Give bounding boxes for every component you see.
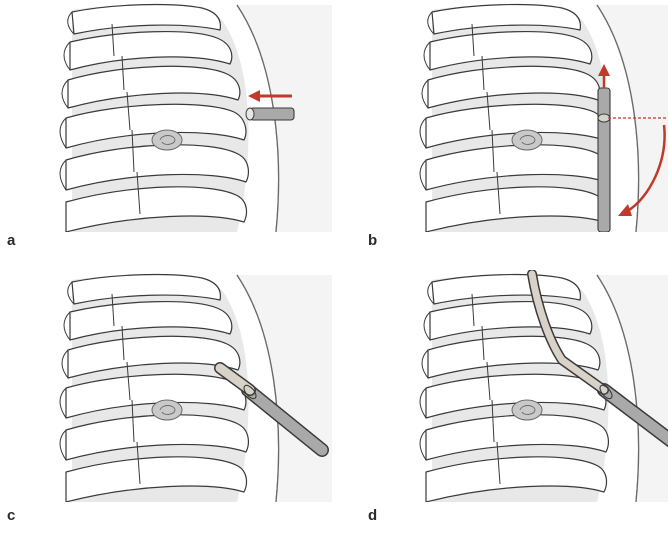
panel-label-c: c: [7, 507, 15, 524]
panel-label-b: b: [368, 232, 377, 249]
panel-b: [412, 0, 668, 232]
panel-d: [412, 270, 668, 502]
panel-label-d: d: [368, 507, 377, 524]
panel-c: [52, 270, 332, 502]
panel-a-diagram: [52, 0, 332, 232]
panel-a: [52, 0, 332, 232]
panel-label-a: a: [7, 232, 15, 249]
probe-icon: [598, 88, 610, 232]
panel-c-diagram: [52, 270, 332, 502]
panel-d-diagram: [412, 270, 668, 502]
probe-icon: [246, 108, 294, 120]
panel-b-diagram: [412, 0, 668, 232]
